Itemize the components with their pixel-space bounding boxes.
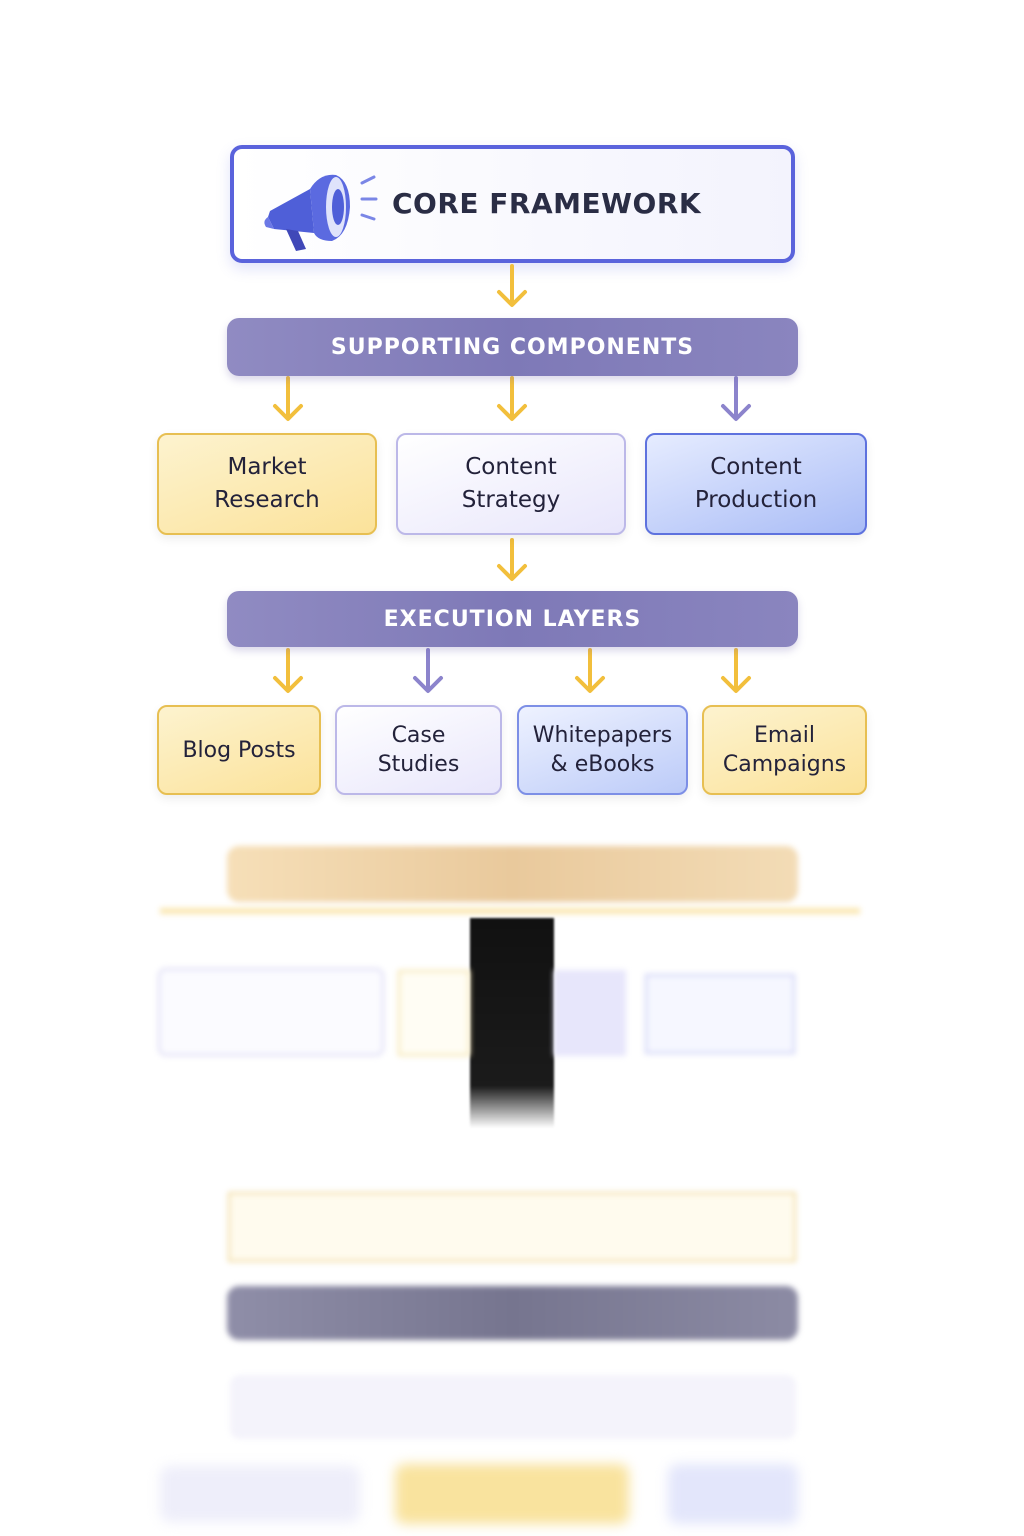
arrow-to-execution xyxy=(497,538,527,581)
node-label-line1: Email xyxy=(753,723,816,748)
blurred-bar-1 xyxy=(227,846,798,902)
blurred-node-7 xyxy=(160,1466,360,1522)
blurred-node-1 xyxy=(158,968,384,1056)
blurred-bar-2 xyxy=(227,1286,798,1340)
node-label-line1: Blog Posts xyxy=(182,737,296,763)
node-label-line1: Content xyxy=(465,454,557,480)
node-label-line2: Strategy xyxy=(461,487,561,513)
node-email-campaigns: Email Campaigns xyxy=(702,705,867,795)
arrow-to-blog-posts xyxy=(273,648,303,693)
arrow-to-market-research xyxy=(273,376,303,421)
node-case-studies: Case Studies xyxy=(335,705,502,795)
blurred-dark-block xyxy=(470,918,554,1128)
node-whitepapers-ebooks: Whitepapers & eBooks xyxy=(517,705,688,795)
node-label-line2: Research xyxy=(214,487,320,513)
blurred-node-6 xyxy=(668,1464,798,1524)
node-label-line1: Content xyxy=(710,454,802,480)
blurred-node-2 xyxy=(398,970,470,1056)
node-content-strategy: Content Strategy xyxy=(396,433,626,535)
arrow-core-to-supporting xyxy=(497,264,527,307)
node-label-line2: & eBooks xyxy=(550,752,655,777)
blurred-row xyxy=(228,1192,796,1262)
execution-layers-bar: EXECUTION LAYERS xyxy=(227,591,798,647)
blurred-node-3 xyxy=(554,970,626,1056)
node-label-line1: Case xyxy=(391,723,446,748)
node-content-production: Content Production xyxy=(645,433,867,535)
core-framework-title: CORE FRAMEWORK xyxy=(392,187,702,220)
node-label-line1: Whitepapers xyxy=(532,723,673,748)
node-market-research: Market Research xyxy=(157,433,377,535)
arrow-to-email-campaigns xyxy=(721,648,751,693)
blurred-line xyxy=(160,908,860,914)
blurred-node-5 xyxy=(395,1464,629,1524)
node-label-line2: Campaigns xyxy=(722,752,847,777)
node-label-line2: Production xyxy=(694,487,818,513)
blurred-row-2 xyxy=(230,1375,796,1439)
supporting-components-bar: SUPPORTING COMPONENTS xyxy=(227,318,798,376)
node-label-line1: Market xyxy=(227,454,307,480)
blurred-lower-diagram xyxy=(0,830,1024,1536)
arrow-to-content-strategy xyxy=(497,376,527,421)
arrow-to-case-studies xyxy=(413,648,443,693)
megaphone-icon xyxy=(264,174,350,251)
node-blog-posts: Blog Posts xyxy=(157,705,321,795)
sound-lines-icon xyxy=(360,175,378,221)
node-label-line2: Studies xyxy=(377,752,460,777)
arrow-to-whitepapers xyxy=(575,648,605,693)
core-framework-box: CORE FRAMEWORK xyxy=(230,145,795,263)
arrow-to-content-production xyxy=(721,376,751,421)
blurred-node-4 xyxy=(645,974,795,1054)
